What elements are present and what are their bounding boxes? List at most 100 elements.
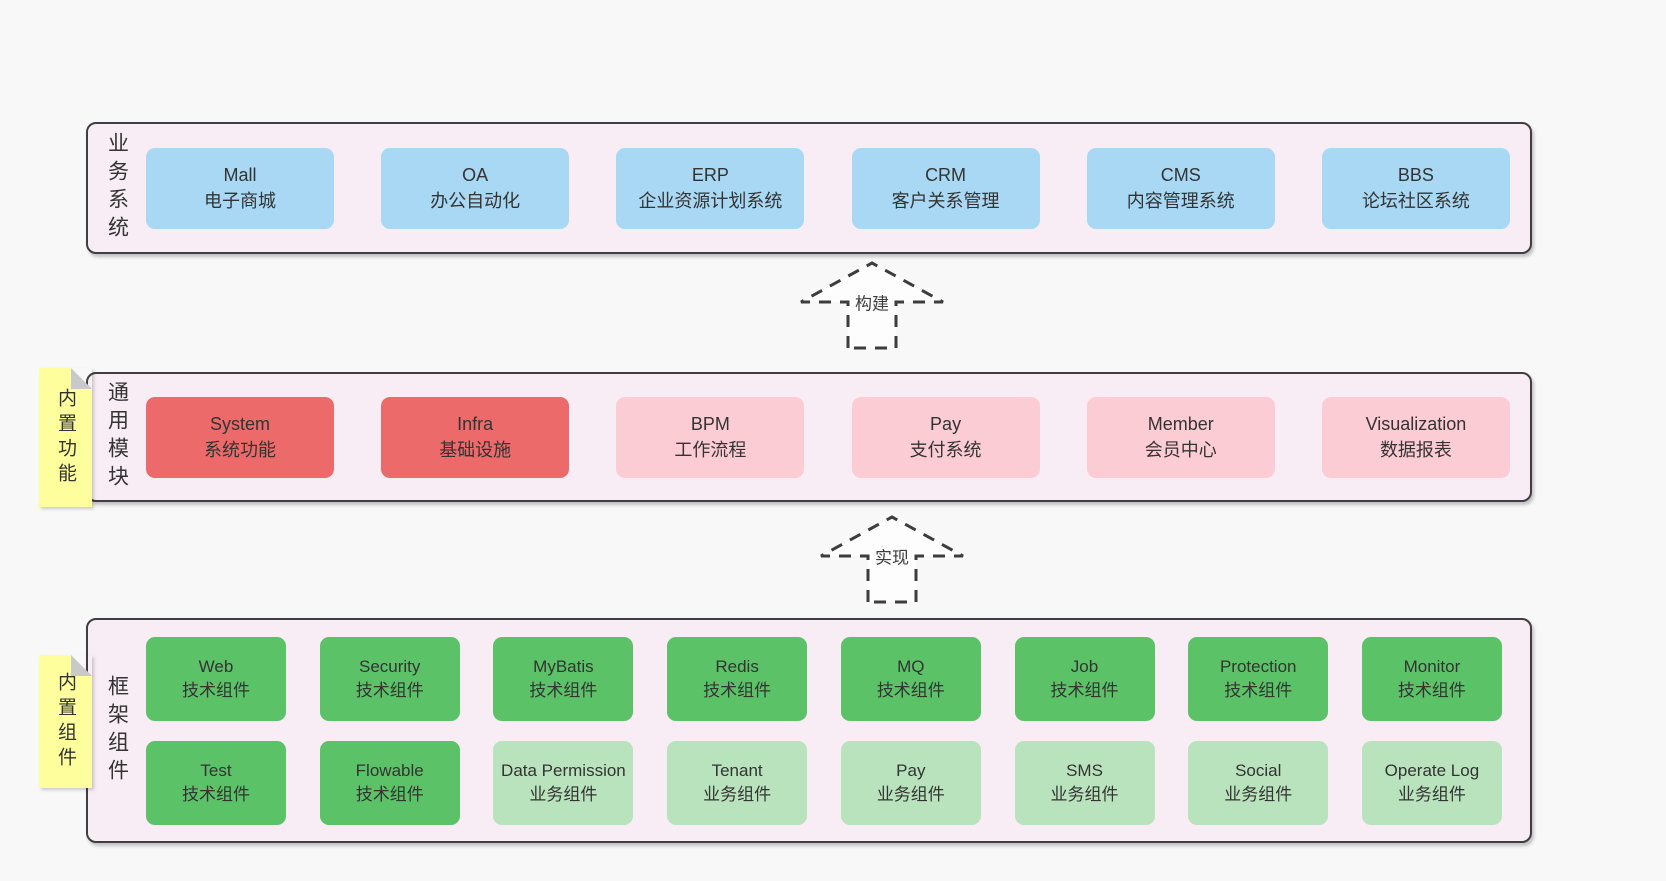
- component-name: MyBatis: [533, 656, 594, 676]
- component-subtitle: 技术组件: [703, 680, 772, 700]
- component-subtitle: 技术组件: [182, 680, 250, 700]
- sticky-note-text: 内置功能: [55, 387, 76, 488]
- band-label-text: 框架组件: [105, 674, 129, 787]
- module-box-crm: CRM 客户关系管理: [851, 147, 1040, 229]
- component-box-test: Test 技术组件: [146, 740, 286, 825]
- component-box-security: Security 技术组件: [319, 636, 460, 721]
- band-business-systems: 业务系统 Mall 电子商城 OA 办公自动化 ERP 企业资源计划系统 CRM…: [86, 122, 1532, 254]
- arrow-label: 构建: [852, 289, 892, 315]
- component-box-pay: Pay 业务组件: [840, 740, 981, 825]
- module-name: Pay: [930, 414, 962, 434]
- component-subtitle: 业务组件: [1050, 784, 1119, 804]
- framework-box-rows: Web 技术组件 Security 技术组件 MyBatis 技术组件 Redi…: [146, 620, 1530, 841]
- folded-corner-icon: [71, 655, 92, 676]
- module-box-mall: Mall 电子商城: [146, 147, 334, 229]
- component-box-job: Job 技术组件: [1014, 636, 1155, 721]
- component-name: SMS: [1066, 760, 1103, 780]
- sticky-note-built-in-functions: 内置功能: [39, 368, 92, 507]
- component-name: Social: [1235, 760, 1282, 780]
- component-subtitle: 技术组件: [355, 680, 424, 700]
- component-name: Monitor: [1403, 656, 1461, 676]
- module-subtitle: 会员中心: [1144, 440, 1217, 460]
- band-label-text: 通用模块: [105, 381, 129, 493]
- component-box-mybatis: MyBatis 技术组件: [493, 636, 634, 721]
- component-subtitle: 技术组件: [1224, 680, 1293, 700]
- component-subtitle: 技术组件: [876, 680, 945, 700]
- component-subtitle: 业务组件: [703, 784, 772, 804]
- component-subtitle: 业务组件: [1397, 784, 1466, 804]
- module-box-visualization: Visualization 数据报表: [1321, 396, 1510, 478]
- band-label-common: 通用模块: [88, 374, 146, 500]
- band-common-modules: 通用模块 System 系统功能 Infra 基础设施 BPM 工作流程 Pay…: [86, 372, 1532, 502]
- framework-row-tech: Web 技术组件 Security 技术组件 MyBatis 技术组件 Redi…: [146, 636, 1502, 721]
- component-box-protection: Protection 技术组件: [1188, 636, 1329, 721]
- module-name: CMS: [1160, 165, 1201, 185]
- component-subtitle: 技术组件: [355, 784, 424, 804]
- component-box-monitor: Monitor 技术组件: [1361, 636, 1502, 721]
- component-box-web: Web 技术组件: [146, 636, 286, 721]
- module-box-erp: ERP 企业资源计划系统: [616, 147, 805, 229]
- component-name: Data Permission: [501, 760, 626, 780]
- module-box-cms: CMS 内容管理系统: [1086, 147, 1275, 229]
- component-box-mq: MQ 技术组件: [840, 636, 981, 721]
- component-name: Test: [200, 760, 232, 780]
- component-name: Pay: [896, 760, 926, 780]
- component-box-data-permission: Data Permission 业务组件: [493, 740, 634, 825]
- component-name: Flowable: [355, 760, 424, 780]
- module-box-bbs: BBS 论坛社区系统: [1321, 147, 1510, 229]
- module-subtitle: 论坛社区系统: [1361, 191, 1470, 211]
- component-name: Security: [358, 656, 421, 676]
- component-subtitle: 业务组件: [876, 784, 945, 804]
- band-label-text: 业务系统: [105, 132, 129, 244]
- module-subtitle: 工作流程: [674, 440, 747, 460]
- component-subtitle: 技术组件: [182, 784, 250, 804]
- component-subtitle: 技术组件: [529, 680, 598, 700]
- sticky-note-built-in-components: 内置组件: [39, 655, 92, 788]
- module-box-infra: Infra 基础设施: [381, 396, 570, 478]
- module-subtitle: 数据报表: [1379, 440, 1452, 460]
- module-subtitle: 内容管理系统: [1126, 191, 1235, 211]
- module-box-system: System 系统功能: [146, 396, 334, 478]
- band-framework-components: 框架组件 Web 技术组件 Security 技术组件 MyBatis 技术组件…: [86, 618, 1532, 843]
- component-box-social: Social 业务组件: [1188, 740, 1329, 825]
- module-box-member: Member 会员中心: [1086, 396, 1275, 478]
- module-box-oa: OA 办公自动化: [381, 147, 570, 229]
- component-name: Tenant: [711, 760, 763, 780]
- module-name: System: [209, 414, 270, 434]
- component-box-sms: SMS 业务组件: [1014, 740, 1155, 825]
- component-name: Protection: [1219, 656, 1297, 676]
- component-name: Operate Log: [1384, 760, 1480, 780]
- framework-row-business: Test 技术组件 Flowable 技术组件 Data Permission …: [146, 740, 1502, 825]
- component-name: Web: [198, 656, 234, 676]
- component-box-tenant: Tenant 业务组件: [667, 740, 808, 825]
- component-box-flowable: Flowable 技术组件: [319, 740, 460, 825]
- module-name: ERP: [691, 165, 729, 185]
- component-name: Redis: [715, 656, 759, 676]
- module-subtitle: 客户关系管理: [891, 191, 1000, 211]
- module-name: OA: [462, 165, 489, 185]
- module-subtitle: 基础设施: [439, 440, 512, 460]
- module-name: CRM: [925, 165, 967, 185]
- folded-corner-icon: [71, 368, 92, 389]
- module-name: Infra: [457, 414, 494, 434]
- module-subtitle: 企业资源计划系统: [638, 191, 783, 211]
- component-subtitle: 技术组件: [1397, 680, 1466, 700]
- component-subtitle: 业务组件: [1224, 784, 1293, 804]
- module-name: Visualization: [1365, 414, 1467, 434]
- common-box-row: System 系统功能 Infra 基础设施 BPM 工作流程 Pay 支付系统…: [146, 374, 1530, 500]
- component-name: Job: [1070, 656, 1099, 676]
- sticky-note-text: 内置组件: [55, 671, 76, 772]
- module-name: BPM: [690, 414, 730, 434]
- band-label-framework: 框架组件: [88, 620, 146, 841]
- module-subtitle: 支付系统: [909, 440, 982, 460]
- component-box-redis: Redis 技术组件: [667, 636, 808, 721]
- business-box-row: Mall 电子商城 OA 办公自动化 ERP 企业资源计划系统 CRM 客户关系…: [146, 124, 1530, 252]
- module-subtitle: 办公自动化: [430, 191, 521, 211]
- module-name: Member: [1147, 414, 1214, 434]
- module-subtitle: 电子商城: [204, 191, 276, 211]
- module-box-bpm: BPM 工作流程: [616, 396, 805, 478]
- band-label-business: 业务系统: [88, 124, 146, 252]
- module-box-pay: Pay 支付系统: [851, 396, 1040, 478]
- component-subtitle: 技术组件: [1050, 680, 1119, 700]
